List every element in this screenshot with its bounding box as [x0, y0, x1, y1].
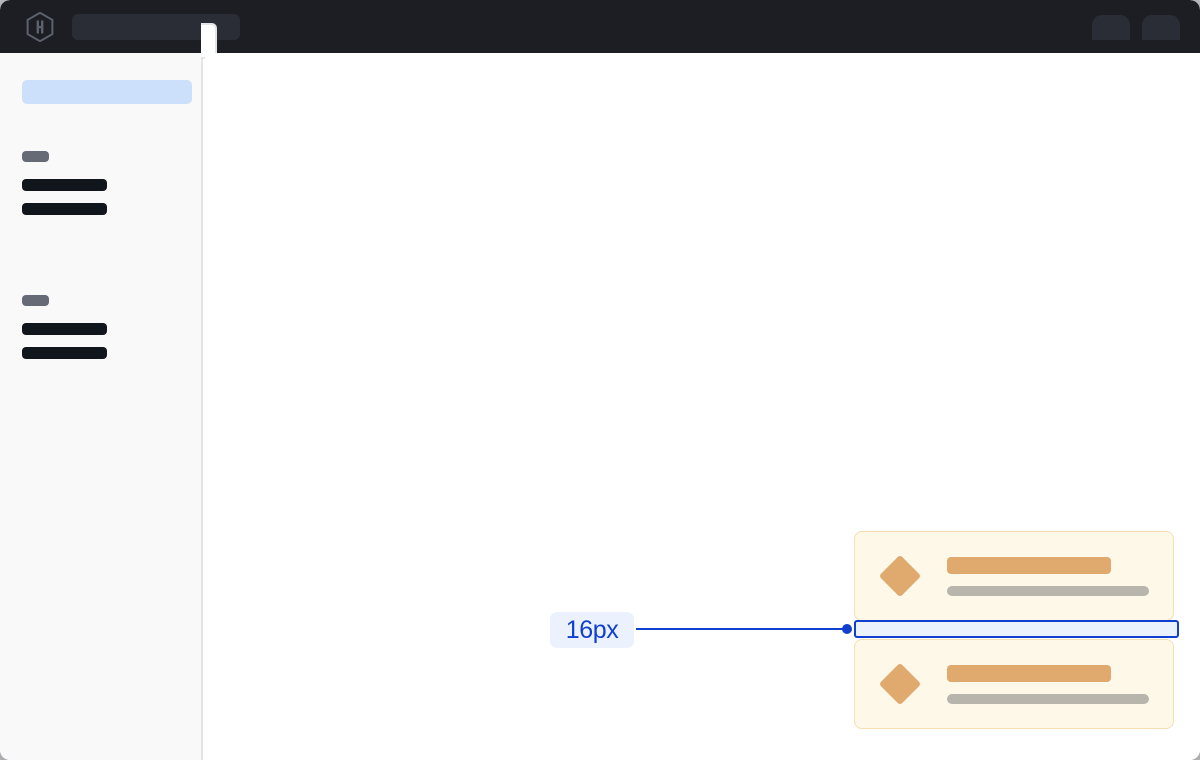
sidebar-group-label — [22, 151, 49, 162]
spacing-measure-box[interactable] — [854, 620, 1179, 638]
top-bar-placeholder-1[interactable] — [1092, 15, 1130, 40]
card-text-block — [947, 664, 1149, 704]
sidebar — [0, 53, 203, 760]
top-bar-actions — [1092, 0, 1180, 53]
sidebar-item-selected[interactable] — [22, 80, 192, 104]
diamond-icon — [878, 662, 922, 706]
measure-leader-line — [636, 628, 850, 630]
main-canvas: 16px — [205, 53, 1200, 760]
spacing-value-label: 16px — [550, 612, 634, 648]
card-title — [947, 664, 1111, 682]
card-subtitle — [947, 693, 1149, 704]
sidebar-item-g1-1[interactable] — [22, 179, 107, 191]
card-text-block — [947, 556, 1149, 596]
measure-leader-dot — [842, 624, 852, 634]
top-bar-placeholder-2[interactable] — [1142, 15, 1180, 40]
sidebar-item-g2-2[interactable] — [22, 347, 107, 359]
sidebar-item-g2-1[interactable] — [22, 323, 107, 335]
diamond-icon — [878, 554, 922, 598]
sidebar-group-label — [22, 295, 49, 306]
hashicorp-hexagon-logo-icon[interactable] — [26, 11, 54, 42]
sidebar-item-g1-2[interactable] — [22, 203, 107, 215]
content-card[interactable] — [854, 639, 1174, 729]
top-bar — [0, 0, 1200, 53]
content-card[interactable] — [854, 531, 1174, 621]
card-subtitle — [947, 585, 1149, 596]
sidebar-nav-group-2 — [22, 295, 107, 371]
card-title — [947, 556, 1111, 574]
sidebar-nav-group-1 — [22, 151, 107, 227]
